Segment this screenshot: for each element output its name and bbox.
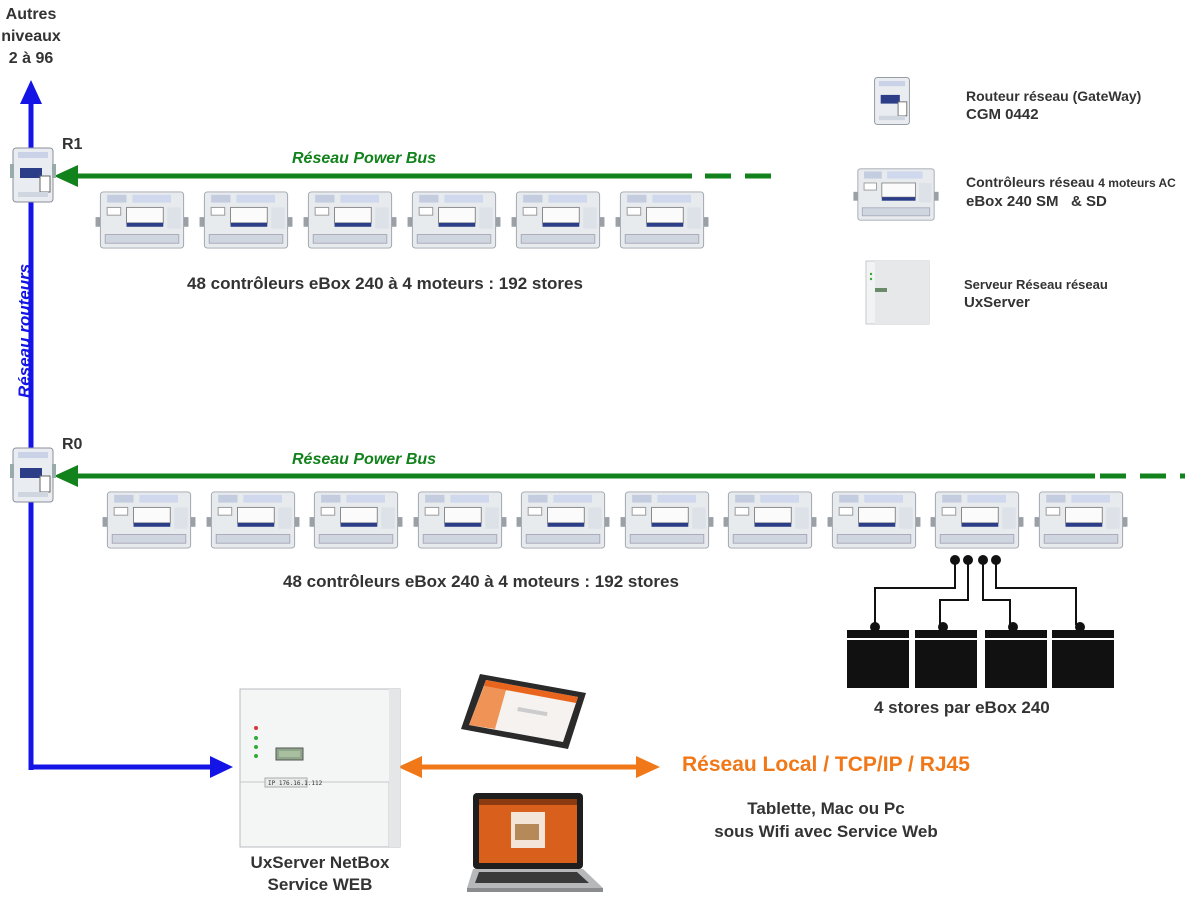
controller-icon bbox=[102, 491, 196, 549]
ebox-controller[interactable] bbox=[928, 490, 1026, 555]
local-network-devices-line2: sous Wifi avec Service Web bbox=[714, 822, 938, 841]
controller-icon bbox=[206, 491, 299, 549]
router-r0-label: R0 bbox=[62, 436, 83, 453]
motor-terminals bbox=[950, 555, 1001, 565]
blind bbox=[985, 622, 1047, 688]
server-caption: UxServer NetBox Service WEB bbox=[220, 852, 420, 896]
server-caption-line1: UxServer NetBox bbox=[250, 853, 390, 872]
uxserver-netbox[interactable]: IP 176.16.1.112 bbox=[239, 688, 401, 848]
legend-controller-line1-a: Contrôleurs réseau bbox=[966, 174, 1099, 190]
power-bus-2-label: Réseau Power Bus bbox=[292, 451, 437, 468]
ebox-controller[interactable] bbox=[509, 190, 607, 255]
ebox-controller[interactable] bbox=[721, 490, 819, 555]
legend-controller-line1-b: 4 moteurs AC bbox=[1098, 176, 1176, 190]
controller-icon bbox=[827, 491, 920, 549]
ebox-controller[interactable] bbox=[197, 190, 295, 255]
router-icon bbox=[10, 147, 56, 203]
legend-server-line2: UxServer bbox=[964, 294, 1030, 311]
server-box-icon: IP 176.16.1.112 bbox=[239, 688, 401, 848]
legend-router-image bbox=[872, 72, 912, 130]
controller-icon bbox=[620, 491, 713, 549]
ebox-controller[interactable] bbox=[411, 490, 509, 555]
legend-server-line1: Serveur Réseau réseau bbox=[964, 277, 1108, 292]
laptop-device[interactable] bbox=[465, 790, 605, 900]
router-network-up-arrow bbox=[20, 80, 42, 104]
controller-icon bbox=[516, 491, 610, 549]
controller-icon bbox=[407, 191, 501, 249]
ebox-controller[interactable] bbox=[1032, 490, 1130, 555]
laptop-icon bbox=[467, 793, 603, 892]
power-bus-1-label: Réseau Power Bus bbox=[292, 150, 437, 167]
local-network-left-arrow bbox=[398, 756, 422, 778]
router-r1[interactable] bbox=[10, 146, 56, 204]
local-network-devices: Tablette, Mac ou Pc sous Wifi avec Servi… bbox=[676, 797, 976, 843]
server-display-text: IP 176.16.1.112 bbox=[268, 780, 323, 787]
ebox-controller[interactable] bbox=[307, 490, 405, 555]
other-levels-line2: niveaux bbox=[1, 28, 61, 45]
legend-controller-line2: eBox 240 SM & SD bbox=[966, 193, 1107, 210]
ebox-controller[interactable] bbox=[100, 490, 198, 555]
ebox-controller[interactable] bbox=[301, 190, 399, 255]
ebox-controller[interactable] bbox=[514, 490, 612, 555]
legend-server-image bbox=[865, 260, 930, 325]
blind bbox=[847, 622, 909, 688]
controller-icon bbox=[309, 491, 403, 549]
blind bbox=[1052, 622, 1114, 688]
legend-router-line2: CGM 0442 bbox=[966, 106, 1039, 123]
controller-icon bbox=[95, 191, 189, 249]
bus-2-caption: 48 contrôleurs eBox 240 à 4 moteurs : 19… bbox=[283, 572, 679, 591]
ebox-controller[interactable] bbox=[405, 190, 503, 255]
legend-router-line1: Routeur réseau (GateWay) bbox=[966, 88, 1142, 104]
motor-wiring bbox=[874, 562, 1077, 625]
blind bbox=[915, 622, 977, 688]
other-levels-label: Autres niveaux 2 à 96 bbox=[0, 4, 62, 70]
local-network-devices-line1: Tablette, Mac ou Pc bbox=[747, 799, 905, 818]
router-r0[interactable] bbox=[10, 446, 56, 504]
router-r1-label: R1 bbox=[62, 136, 83, 153]
controller-icon bbox=[413, 491, 506, 549]
controller-icon bbox=[511, 191, 605, 249]
router-network-label: Réseau routeurs bbox=[15, 263, 34, 398]
controller-icon bbox=[303, 191, 397, 249]
legend-controller-line1: Contrôleurs réseau 4 moteurs AC bbox=[966, 174, 1176, 190]
ebox-controller[interactable] bbox=[93, 190, 191, 255]
blinds-caption: 4 stores par eBox 240 bbox=[874, 698, 1050, 717]
power-bus-2-arrow bbox=[54, 465, 78, 487]
legend-controller-image bbox=[853, 167, 939, 227]
controller-icon bbox=[615, 191, 709, 249]
controller-icon bbox=[853, 168, 939, 221]
other-levels-line1: Autres bbox=[5, 6, 57, 23]
bus-1-caption: 48 contrôleurs eBox 240 à 4 moteurs : 19… bbox=[187, 274, 583, 293]
ebox-controller[interactable] bbox=[204, 490, 302, 555]
local-network-right-arrow bbox=[636, 756, 660, 778]
power-bus-1-arrow bbox=[54, 165, 78, 187]
tablet-icon bbox=[461, 674, 586, 749]
controller-icon bbox=[1034, 491, 1127, 549]
ebox-controller[interactable] bbox=[825, 490, 923, 555]
other-levels-line3: 2 à 96 bbox=[8, 50, 54, 67]
controller-icon bbox=[930, 491, 1024, 549]
ebox-controller[interactable] bbox=[618, 490, 716, 555]
router-icon bbox=[10, 447, 56, 503]
controller-icon bbox=[199, 191, 293, 249]
server-arrow-head bbox=[210, 756, 233, 778]
blinds-group bbox=[847, 622, 1114, 688]
local-network-title: Réseau Local / TCP/IP / RJ45 bbox=[682, 753, 970, 776]
ebox-controller[interactable] bbox=[613, 190, 711, 255]
tablet-device[interactable] bbox=[458, 671, 588, 751]
server-caption-line2: Service WEB bbox=[267, 875, 373, 894]
controller-icon bbox=[723, 491, 817, 549]
